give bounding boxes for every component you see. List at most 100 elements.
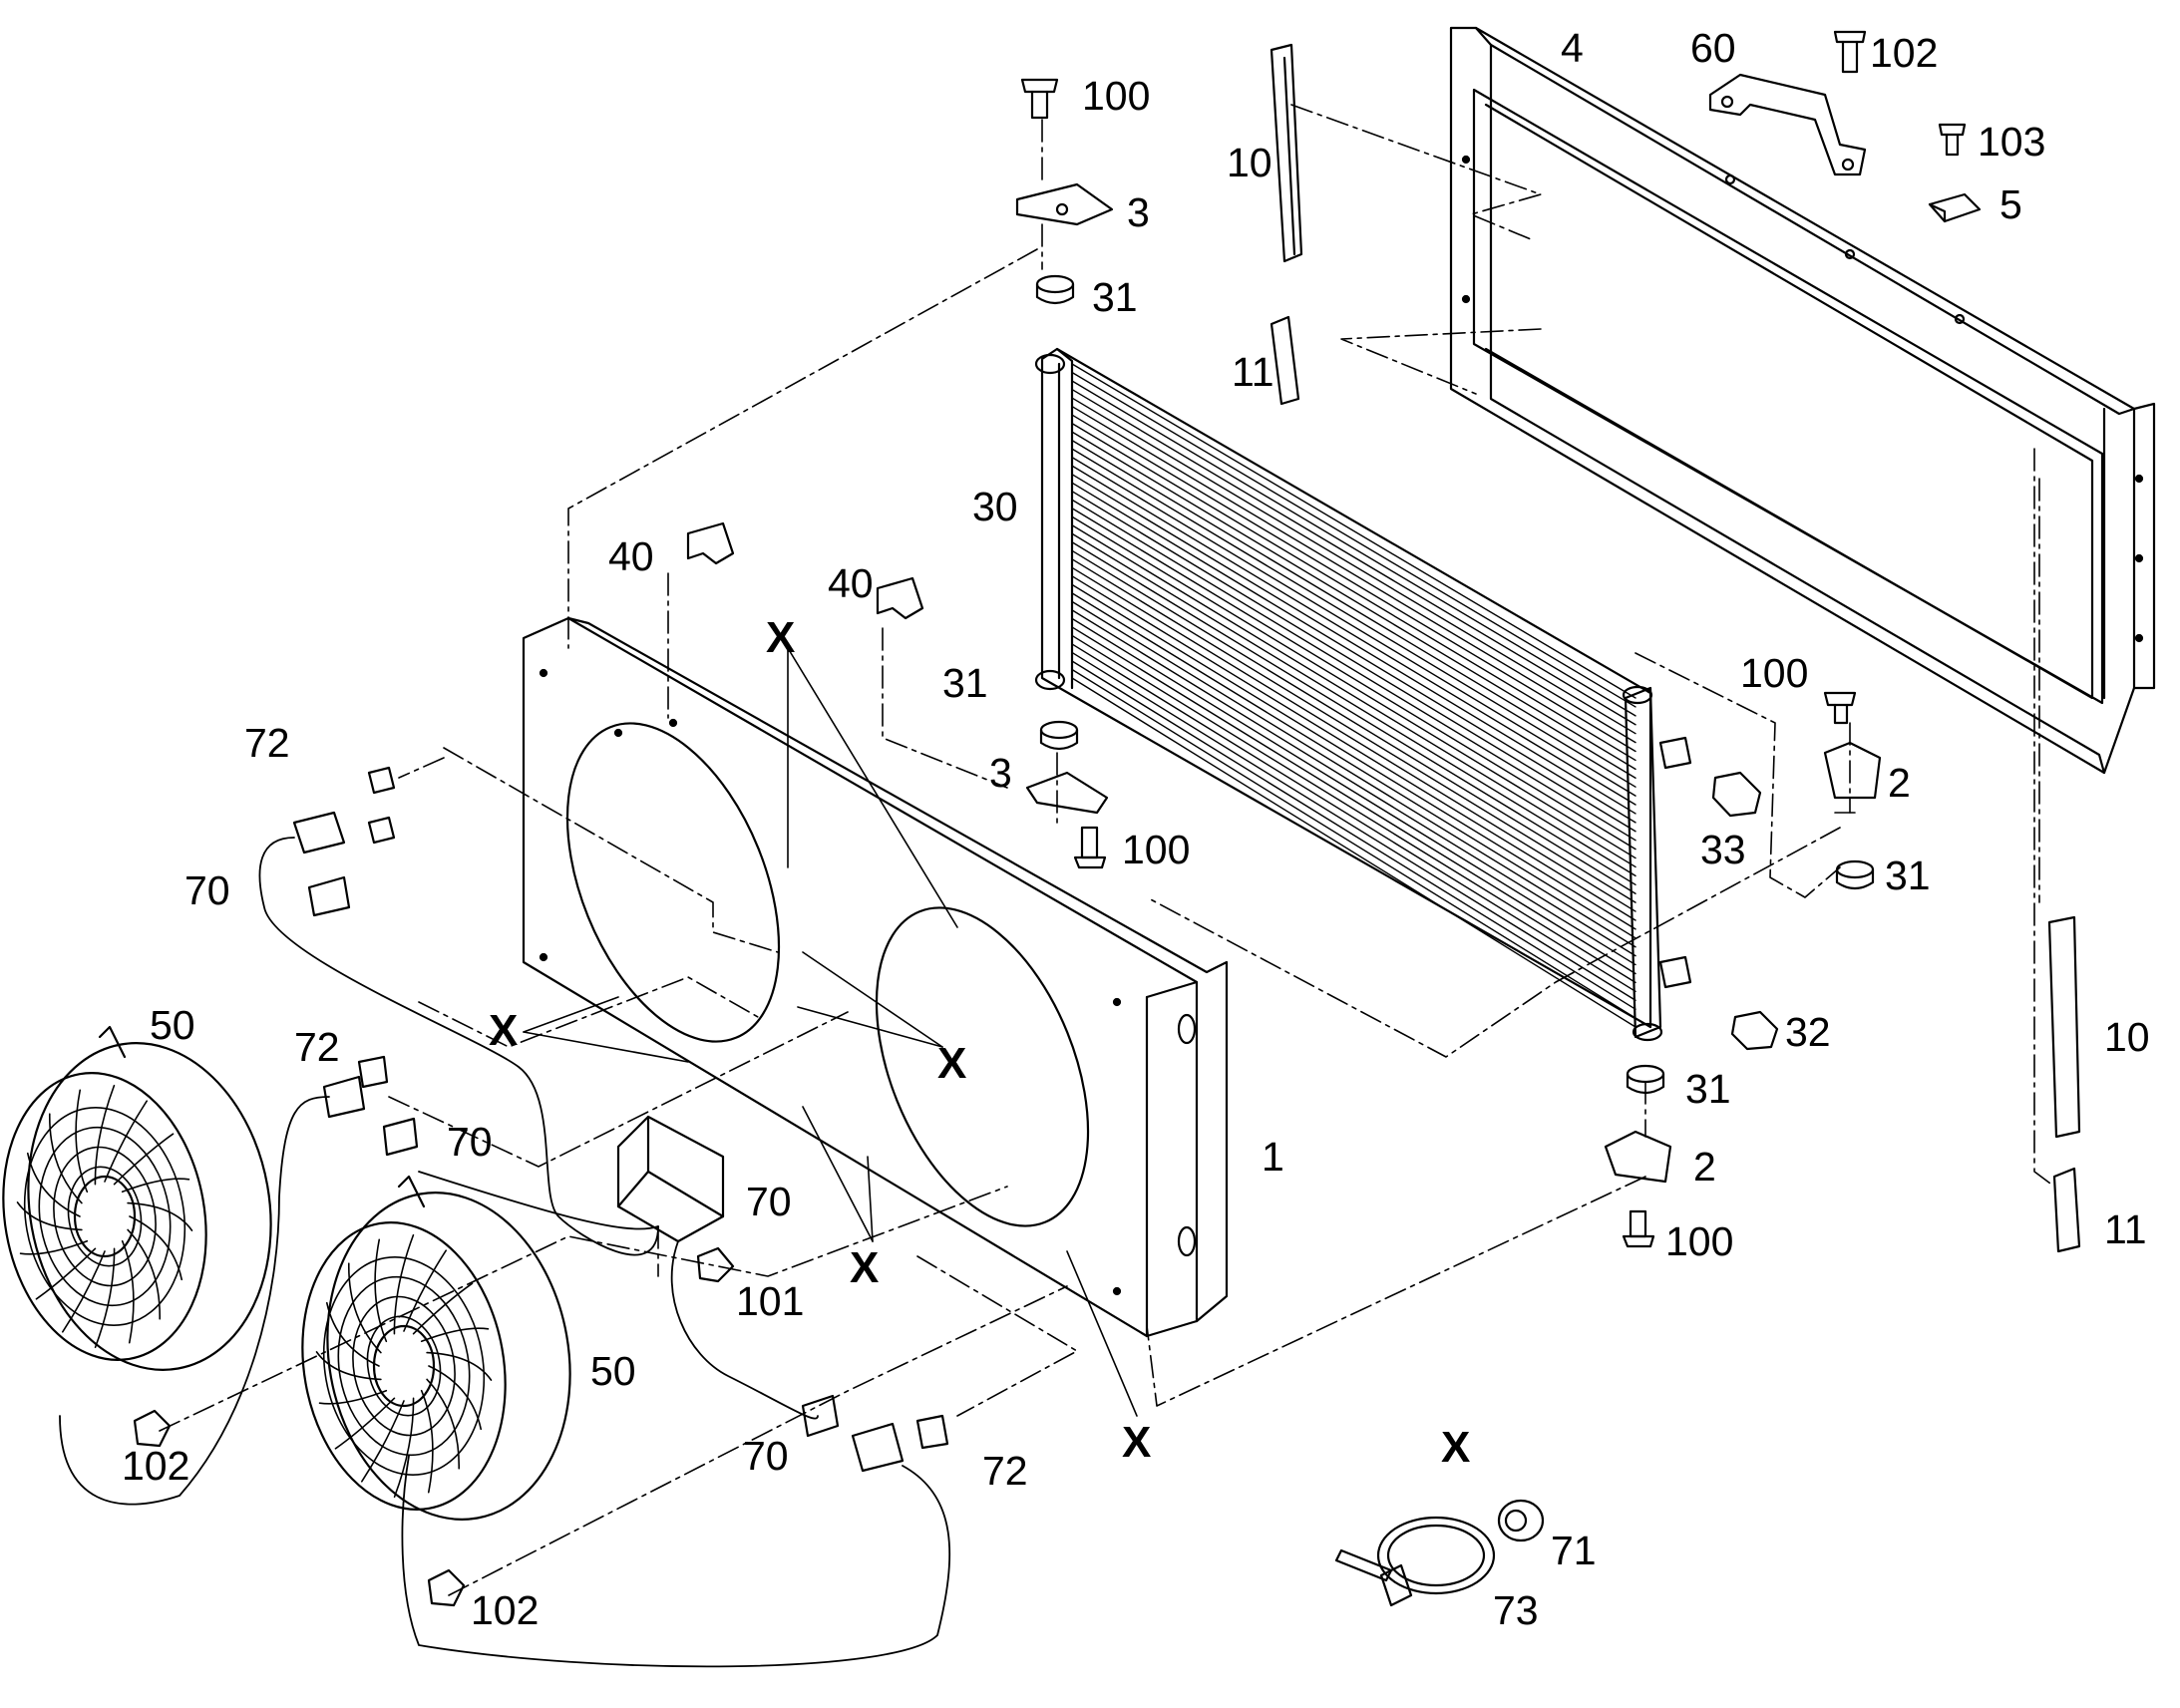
- condenser-fin: [1071, 558, 1636, 903]
- fan-guard-spoke: [94, 1247, 116, 1349]
- callout-label: 3: [1127, 189, 1150, 235]
- x-marker-label: X: [937, 1039, 967, 1088]
- x-marker-label: X: [1122, 1418, 1152, 1467]
- callout-label: 73: [1493, 1587, 1539, 1633]
- callout-label: 31: [942, 660, 988, 706]
- fan-guard-spoke: [26, 1152, 81, 1217]
- callout-label: 101: [736, 1278, 805, 1324]
- callout-label: 60: [1690, 25, 1736, 71]
- callout-label: 72: [982, 1448, 1028, 1494]
- condenser-fin: [1071, 617, 1636, 966]
- callout-label: 40: [608, 533, 654, 579]
- seal-strip-parts: [1270, 43, 2081, 1253]
- condenser-fin: [1071, 643, 1636, 993]
- callout-label: 102: [122, 1443, 190, 1489]
- fan-guard-spoke: [334, 1397, 396, 1450]
- condenser-fin: [1071, 388, 1636, 726]
- fan-guard-spoke: [127, 1201, 193, 1231]
- condenser-fin: [1071, 524, 1636, 868]
- condenser-fin: [1071, 651, 1636, 1001]
- condenser-fin: [1071, 482, 1636, 824]
- callout-label: 103: [1978, 119, 2046, 165]
- clip-part-5: [1928, 192, 1982, 223]
- callout-label: 11: [1232, 349, 1274, 395]
- wiring-harness: [59, 837, 951, 1668]
- condenser-fin: [1071, 422, 1636, 762]
- condenser-fin: [1071, 626, 1636, 975]
- fan-guard-spoke: [315, 1351, 382, 1381]
- condenser-fin: [1071, 431, 1636, 771]
- condenser-fin: [1071, 592, 1636, 939]
- condenser-fin: [1071, 371, 1636, 708]
- callout-label: 72: [244, 720, 290, 766]
- condenser-fin: [1071, 380, 1636, 717]
- condenser-fin: [1071, 465, 1636, 806]
- condenser-fin: [1071, 456, 1636, 797]
- callout-label: 31: [1092, 274, 1138, 320]
- condenser-fin: [1071, 634, 1636, 984]
- brackets-part-40: [686, 521, 924, 620]
- condenser-fin: [1071, 448, 1636, 788]
- screw-icons-bottom: [133, 1246, 735, 1607]
- callout-label: 10: [2104, 1014, 2150, 1060]
- condenser-fin: [1071, 583, 1636, 930]
- callout-label: 102: [1870, 30, 1939, 76]
- callout-label: 102: [471, 1587, 540, 1633]
- callout-label: 4: [1561, 25, 1584, 71]
- fan-guard-spoke: [121, 1239, 135, 1344]
- screw-icons-top: [1833, 30, 1967, 157]
- control-module-part: [616, 1115, 725, 1243]
- condenser-fin: [1071, 508, 1636, 851]
- x-marker-label: X: [1441, 1423, 1471, 1472]
- fan-guard-spoke: [75, 1089, 89, 1194]
- x-marker-label: X: [489, 1006, 519, 1055]
- fan-guard-spoke: [428, 1365, 483, 1431]
- condenser-fin: [1071, 532, 1636, 877]
- callout-label: 70: [447, 1119, 493, 1165]
- condenser-fin: [1071, 439, 1636, 779]
- condenser-fin: [1071, 499, 1636, 842]
- fan-guard-spoke: [104, 1100, 148, 1183]
- fan-guard-spoke: [361, 1400, 405, 1483]
- callout-label: 3: [989, 750, 1012, 796]
- fan-guard-spoke: [393, 1397, 415, 1499]
- condenser-fin: [1071, 677, 1636, 1028]
- fan-guard-spoke: [62, 1250, 106, 1333]
- assembly-lines: [159, 104, 2055, 1596]
- fan-guard-spoke: [347, 1262, 382, 1354]
- fan-guard-spoke: [318, 1389, 388, 1405]
- fan-guard-ring: [337, 1275, 471, 1457]
- callout-label: 72: [294, 1024, 340, 1070]
- fan-guard-spoke: [127, 1228, 162, 1320]
- callout-label: 5: [1999, 181, 2022, 227]
- cable-tie-and-clip: [1334, 1499, 1545, 1607]
- fan-guard-spoke: [393, 1233, 415, 1335]
- condenser-fin: [1071, 575, 1636, 921]
- condenser-fin: [1071, 541, 1636, 885]
- fan-guard-spoke: [426, 1351, 493, 1381]
- callout-label: 2: [1888, 760, 1911, 806]
- fan-assembly-right: [301, 1175, 571, 1521]
- fan-guard-spoke: [403, 1249, 447, 1332]
- condenser-fin: [1071, 515, 1636, 859]
- fan-guard-spoke: [420, 1327, 490, 1343]
- fan-guard-spoke: [121, 1178, 190, 1194]
- condenser-fin: [1071, 660, 1636, 1010]
- fan-guard-spoke: [374, 1238, 388, 1343]
- callout-label: 33: [1700, 827, 1746, 872]
- handle-part: [1708, 73, 1867, 176]
- fan-guard-spoke: [325, 1301, 380, 1367]
- callout-label: 30: [972, 484, 1018, 529]
- connector-parts: [292, 766, 949, 1473]
- condenser-fin: [1071, 600, 1636, 948]
- callout-label: 31: [1685, 1066, 1731, 1112]
- condenser-fin: [1071, 414, 1636, 753]
- callout-label: 1: [1262, 1134, 1284, 1180]
- fan-guard-ring: [38, 1126, 172, 1307]
- callout-label: 10: [1227, 140, 1272, 185]
- callout-label: 2: [1693, 1144, 1716, 1190]
- fan-guard-ring: [352, 1295, 456, 1437]
- callout-label: 100: [1665, 1218, 1734, 1264]
- callout-label: 71: [1551, 1528, 1597, 1573]
- x-pointer-lines: [523, 647, 1138, 1417]
